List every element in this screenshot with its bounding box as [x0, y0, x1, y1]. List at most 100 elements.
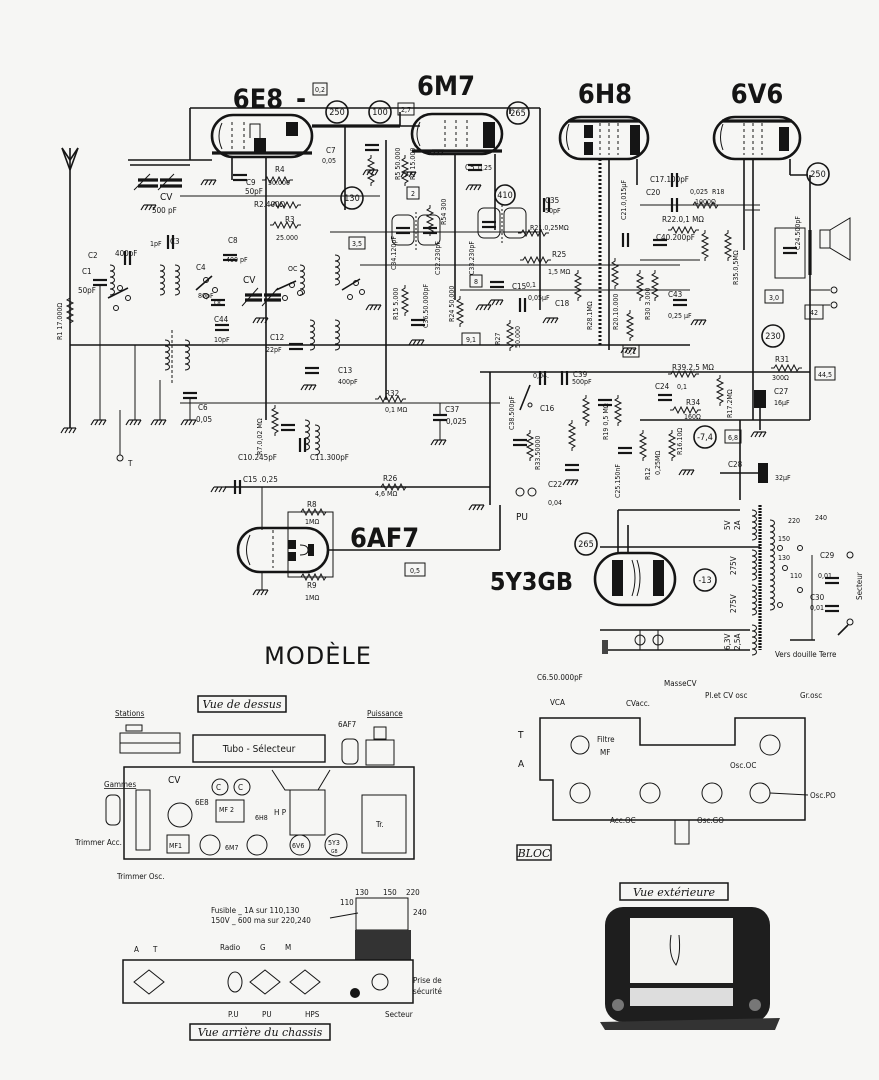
r28-label: R28.1MΩ	[586, 301, 594, 330]
top-6m7-label: 6M7	[225, 844, 238, 852]
c28-value: 32μF	[775, 474, 791, 482]
r39-label: R39.2,5 MΩ	[672, 363, 714, 372]
c21-label: C21.0,015μF	[620, 180, 628, 220]
c44-label: C44	[214, 315, 229, 324]
bloc-acc-oc-label: Acc.OC	[610, 816, 636, 825]
c28-label: C28	[728, 460, 743, 469]
stations-label: Stations	[115, 709, 145, 718]
current-box-6-8: 6,8	[728, 434, 738, 442]
c5-label: C5	[465, 163, 475, 172]
c7-label: C7	[326, 146, 336, 155]
current-box-8: 8	[474, 278, 478, 286]
wave-switch-4	[341, 278, 365, 300]
tap-110: 110	[790, 572, 802, 580]
c3-value: 1pF	[150, 240, 162, 248]
secteur-label: Secteur	[855, 572, 864, 600]
r24-label: R24 50.000	[448, 286, 456, 322]
r20-label: R20.10.000	[612, 294, 620, 330]
r12-value: 0,25MΩ	[654, 451, 662, 475]
r25-value: 1,5 MΩ	[548, 268, 570, 276]
c30-label: C30	[810, 593, 825, 602]
voltage-265-rect: 265	[578, 540, 593, 550]
tube-label-6af7: 6AF7	[350, 523, 419, 554]
rear-radio-label: Radio	[220, 943, 241, 952]
c27-value: 16μF	[774, 399, 790, 407]
winding-5v-amps: 2A	[733, 520, 742, 530]
antenna-section-labels: CV 500 pF C2 400pF C1 50pF R1 17.000Ω C3…	[56, 192, 230, 468]
r54-label: R54 300	[440, 199, 448, 225]
c13-value: 400pF	[338, 378, 358, 386]
r22-label: R22.0,1 MΩ	[662, 215, 704, 224]
c12-value: 22pF	[266, 346, 282, 354]
bloc-vca-label: VCA	[550, 698, 565, 707]
tube-6m7	[410, 112, 504, 156]
c11-label: C11.300pF	[310, 453, 349, 462]
r30-label: R30 3.000	[644, 288, 652, 320]
r19-label: R19 0,5 MΩ	[602, 403, 610, 440]
mf2-label: MF 2	[219, 806, 234, 814]
tap-150: 150	[778, 535, 790, 543]
c7-value: 0,05	[322, 157, 336, 165]
oc-label-1: OC	[214, 299, 224, 307]
c44-value: 10pF	[214, 336, 230, 344]
tube-label-6h8: 6H8	[578, 79, 632, 110]
c33-label: C33.230pF	[468, 241, 476, 275]
c15-value: 0,1	[526, 281, 536, 289]
winding-275v-2: 275V	[729, 594, 738, 613]
current-box-0-2: 0,2	[315, 86, 325, 94]
fuse-line-1: Fusible _ 1A sur 110,130	[211, 906, 300, 915]
c35-value: 50pF	[545, 207, 561, 215]
bloc-view: C6.50.000pF MasseCV VCA CVacc. Pl.et CV …	[516, 673, 836, 861]
cv-value-1: 500 pF	[152, 206, 177, 215]
trimmer-acc-label: Trimmer Acc.	[74, 838, 122, 847]
r8-value: 1MΩ	[305, 518, 319, 526]
top-5y3-sub-label: GB	[331, 849, 338, 855]
bloc-gr-osc-label: Gr.osc	[800, 691, 822, 700]
c22-value: 0,04	[548, 499, 562, 507]
r31-value: 300Ω	[772, 374, 789, 382]
c24-500-label: C24.500pF	[794, 216, 802, 250]
current-box-0-1: 0,1	[626, 348, 636, 356]
fuse-line-2: 150V _ 600 ma sur 220,240	[211, 916, 311, 925]
r9-label: R9	[307, 581, 317, 590]
c20-label: C20	[646, 188, 661, 197]
c6-value: 0,05	[196, 415, 212, 424]
voltage-100: 100	[372, 108, 387, 118]
r7-label: R7.0,02 MΩ	[256, 418, 264, 455]
gammes-label: Gammes	[104, 780, 136, 789]
c12-label: C12	[270, 333, 284, 342]
c39-pre-value: 0,04.	[533, 372, 549, 380]
r4-value: 50.000	[268, 179, 290, 187]
c20-value: 0,025	[690, 188, 708, 196]
bloc-cv-acc-label: CVacc.	[626, 699, 650, 708]
tap-130: 130	[778, 554, 790, 562]
tap-220: 220	[788, 517, 800, 525]
c4-value: 80pF	[198, 292, 214, 300]
voltage-250-6v6: 250	[810, 170, 825, 180]
current-box-42: 42	[810, 309, 818, 317]
earth-terminal-label: T	[127, 459, 133, 468]
c38-label: C38.500pF	[508, 396, 516, 430]
c1-value: 50pF	[78, 286, 96, 295]
rear-hps-label: HPS	[305, 1010, 320, 1019]
tube-label-separator: -	[296, 84, 306, 115]
bloc-masse-cv-label: MasseCV	[664, 679, 697, 688]
wave-switch-3	[275, 280, 303, 301]
bloc-c6-label: C6.50.000pF	[537, 673, 583, 682]
voltage-130: 130	[344, 194, 359, 204]
r8-label: R8	[307, 500, 317, 509]
c18-value: 0,05μF	[528, 294, 550, 302]
oscillator-section-labels: C9 50pF R4 50.000 R2.400Ω R3 25.000 C8 4…	[226, 146, 467, 462]
c36-label: C36.50.000pF	[422, 284, 430, 328]
tr-label: Tr.	[375, 820, 384, 829]
rear-voltage-220: 220	[406, 888, 420, 897]
current-box-2: 2	[411, 190, 415, 198]
r32-label: R32	[385, 389, 399, 398]
rear-secteur-label: Secteur	[385, 1010, 413, 1019]
tube-6v6	[712, 115, 802, 161]
r17-label: R17.2MΩ	[726, 389, 734, 418]
current-box-2-7: 2,7	[401, 106, 411, 114]
can-c2: C	[238, 783, 243, 792]
bloc-a-label: A	[518, 759, 525, 770]
tube-label-5y3gb: 5Y3GB	[490, 567, 573, 596]
